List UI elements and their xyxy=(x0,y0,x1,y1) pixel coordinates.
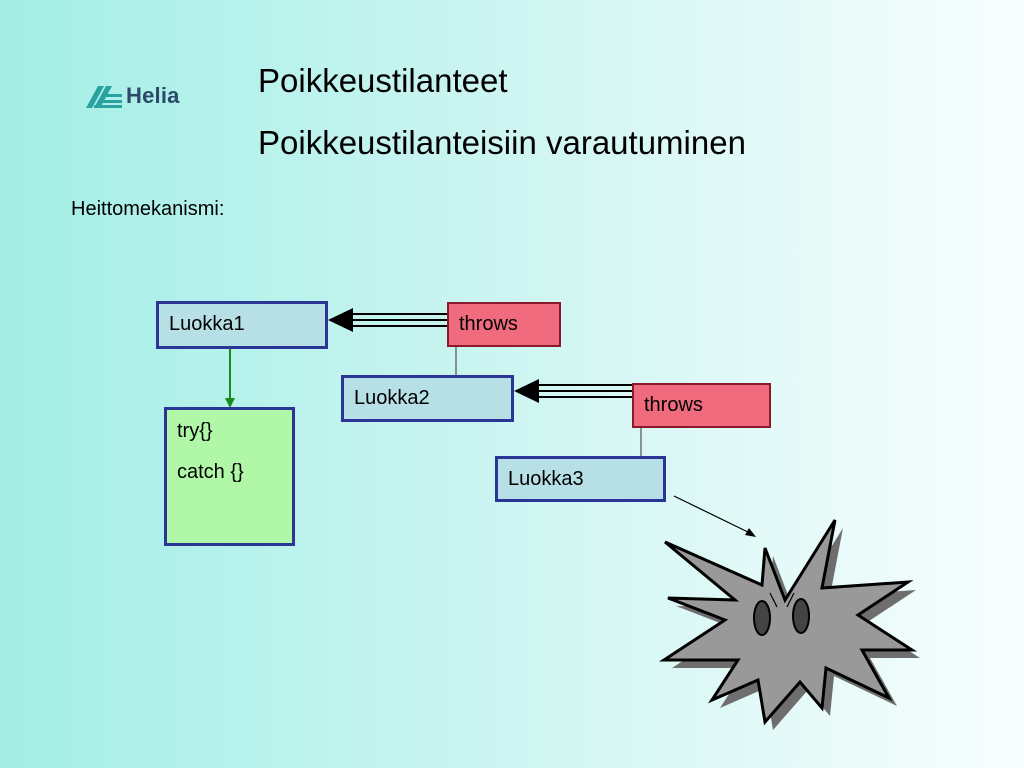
logo-text: Helia xyxy=(126,83,180,108)
exception-arrow xyxy=(673,495,756,537)
class-label-luokka2: Luokka2 xyxy=(354,387,430,409)
try-catch-box: try{} catch {} xyxy=(164,407,295,546)
class-box-luokka3: Luokka3 xyxy=(495,456,666,502)
catch-arrow xyxy=(225,348,235,408)
section-label: Heittomekanismi: xyxy=(71,198,225,220)
catch-label: catch {} xyxy=(177,461,244,483)
helia-logo-icon xyxy=(86,86,122,108)
explosion-icon xyxy=(658,519,920,730)
throws-label-1: throws xyxy=(459,313,518,335)
try-label: try{} xyxy=(177,420,213,442)
page-subtitle: Poikkeustilanteisiin varautuminen xyxy=(258,124,746,161)
throws-label-2: throws xyxy=(644,394,703,416)
throw-arrow-1 xyxy=(328,308,448,332)
helia-logo: Helia xyxy=(84,76,196,116)
class-label-luokka1: Luokka1 xyxy=(169,313,245,335)
class-box-luokka1: Luokka1 xyxy=(156,301,328,349)
class-label-luokka3: Luokka3 xyxy=(508,468,584,490)
throws-box-2: throws xyxy=(632,383,771,428)
throw-arrow-2 xyxy=(514,379,633,403)
throws-box-1: throws xyxy=(447,302,561,347)
page-title: Poikkeustilanteet xyxy=(258,62,508,99)
class-box-luokka2: Luokka2 xyxy=(341,375,514,422)
